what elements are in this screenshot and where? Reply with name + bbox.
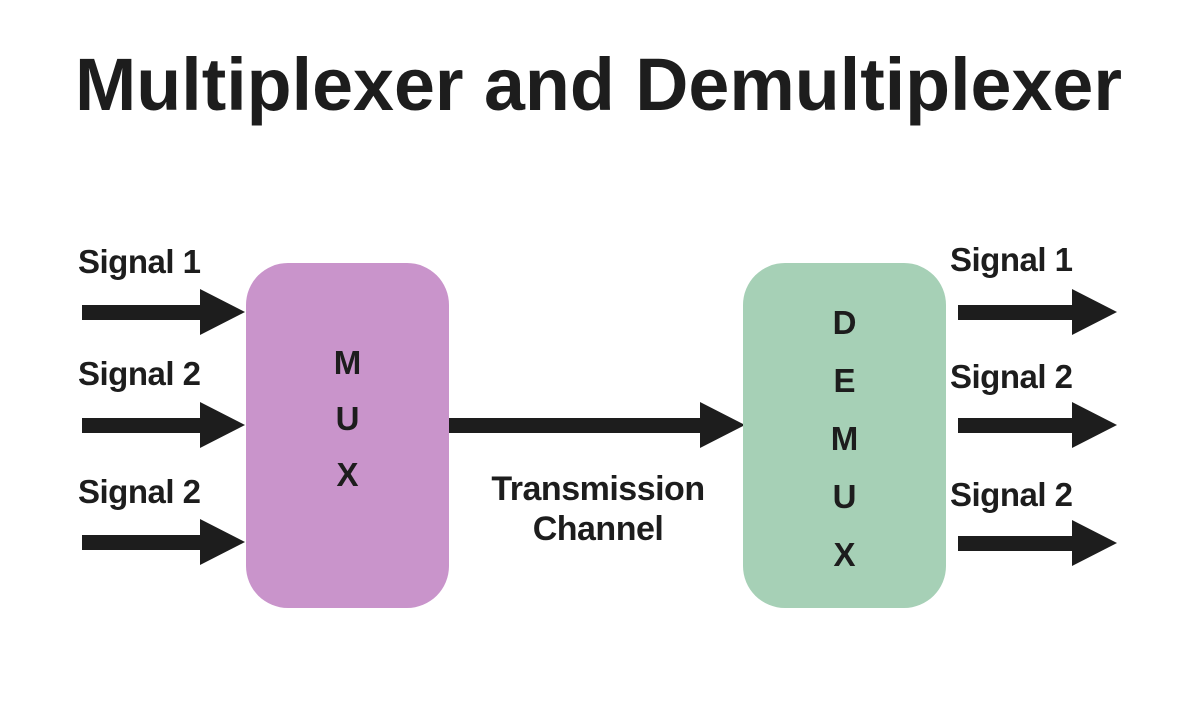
mux-box — [246, 263, 449, 608]
arrow-head-icon — [1072, 289, 1117, 335]
arrow-head-icon — [1072, 520, 1117, 566]
demux-label: D E M U X — [743, 294, 946, 584]
input-signal-label-3: Signal 2 — [78, 473, 201, 510]
input-arrow-2 — [82, 402, 245, 448]
output-signal-label-3: Signal 2 — [950, 476, 1073, 513]
input-signal-label-2: Signal 2 — [78, 355, 201, 392]
arrow-shaft — [82, 304, 200, 320]
arrow-head-icon — [200, 402, 245, 448]
arrow-shaft — [958, 535, 1072, 551]
arrow-shaft — [958, 417, 1072, 433]
mux-label: M U X — [246, 335, 449, 503]
input-arrow-1 — [82, 289, 245, 335]
arrow-shaft — [82, 534, 200, 550]
arrow-head-icon — [200, 289, 245, 335]
transmission-channel-line1: Transmission — [491, 470, 705, 508]
arrow-head-icon — [700, 402, 745, 448]
arrow-head-icon — [200, 519, 245, 565]
output-signal-label-1: Signal 1 — [950, 241, 1073, 278]
title-area: Multiplexer and Demultiplexer — [75, 43, 1122, 126]
demux-letter: X — [833, 536, 856, 573]
demux-letter: D — [832, 304, 857, 341]
page-title: Multiplexer and Demultiplexer — [75, 43, 1122, 126]
arrow-shaft — [82, 417, 200, 433]
output-arrow-2 — [958, 402, 1117, 448]
output-arrow-3 — [958, 520, 1117, 566]
mux-letter: U — [335, 400, 360, 437]
arrow-shaft — [449, 417, 700, 433]
demux-letter: E — [833, 362, 856, 399]
mux-letter: M — [333, 344, 362, 381]
output-signal-label-2: Signal 2 — [950, 358, 1073, 395]
input-arrow-3 — [82, 519, 245, 565]
transmission-arrow — [449, 402, 745, 448]
demux-letter: M — [830, 420, 859, 457]
demux-letter: U — [832, 478, 857, 515]
transmission-channel-label: Transmission Channel — [450, 469, 746, 549]
arrow-head-icon — [1072, 402, 1117, 448]
mux-letter: X — [336, 456, 359, 493]
transmission-channel-line2: Channel — [532, 510, 664, 548]
output-arrow-1 — [958, 289, 1117, 335]
arrow-shaft — [958, 304, 1072, 320]
demux-box — [743, 263, 946, 608]
input-signal-label-1: Signal 1 — [78, 243, 201, 280]
